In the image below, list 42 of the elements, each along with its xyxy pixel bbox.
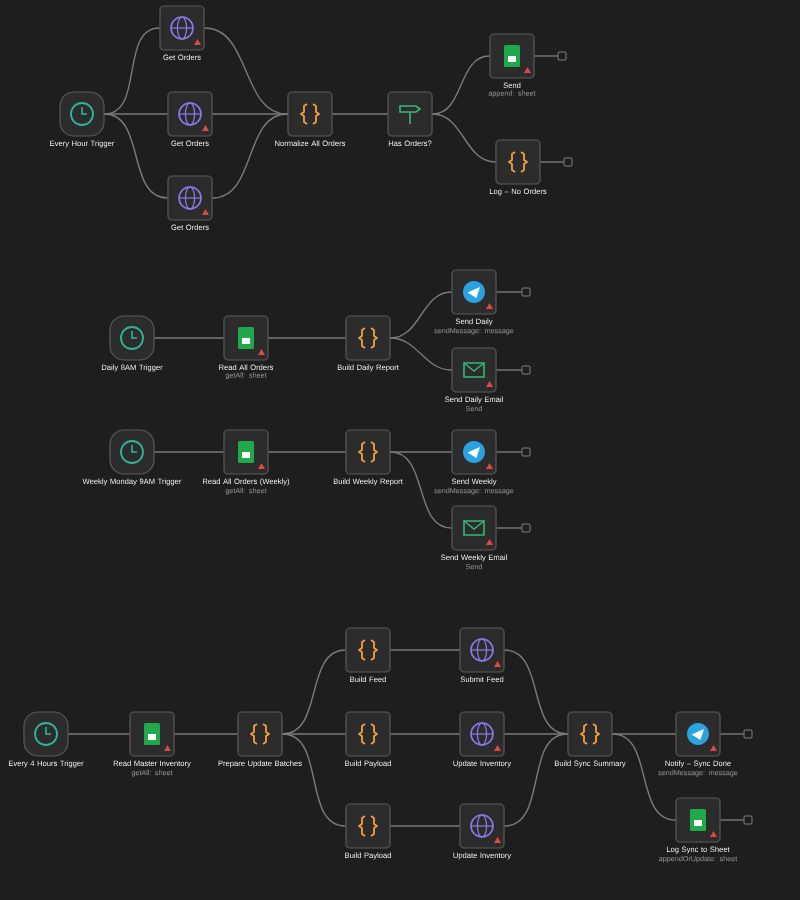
connector [611,733,677,821]
connector [495,527,523,529]
connector [153,451,225,453]
connector [67,733,131,735]
connector [173,733,239,735]
connector [389,451,453,529]
connector-handle [563,157,573,167]
connector [389,733,461,735]
connector [267,451,347,453]
connector [211,113,289,199]
connector [211,113,289,115]
connector-handle [521,447,531,457]
connector [267,337,347,339]
connector [389,825,461,827]
connector [431,55,491,115]
connector [281,733,347,735]
connector-handle [521,365,531,375]
connector [503,733,569,735]
connector-handle [743,815,753,825]
connector [389,337,453,371]
connector [533,55,559,57]
connector [503,733,569,827]
connector-handle [521,287,531,297]
connector [539,161,565,163]
connector-handle [743,729,753,739]
connector [281,733,347,827]
connector [389,649,461,651]
connector [611,733,677,735]
connector [495,451,523,453]
connector [431,113,497,163]
connector [103,113,169,115]
connector [495,291,523,293]
connector-handle [557,51,567,61]
connector [153,337,225,339]
connector [389,291,453,339]
connector [389,451,453,453]
connector [495,369,523,371]
connector [719,733,745,735]
connector [331,113,389,115]
connector-handle [521,523,531,533]
connector [719,819,745,821]
connector [103,113,169,199]
